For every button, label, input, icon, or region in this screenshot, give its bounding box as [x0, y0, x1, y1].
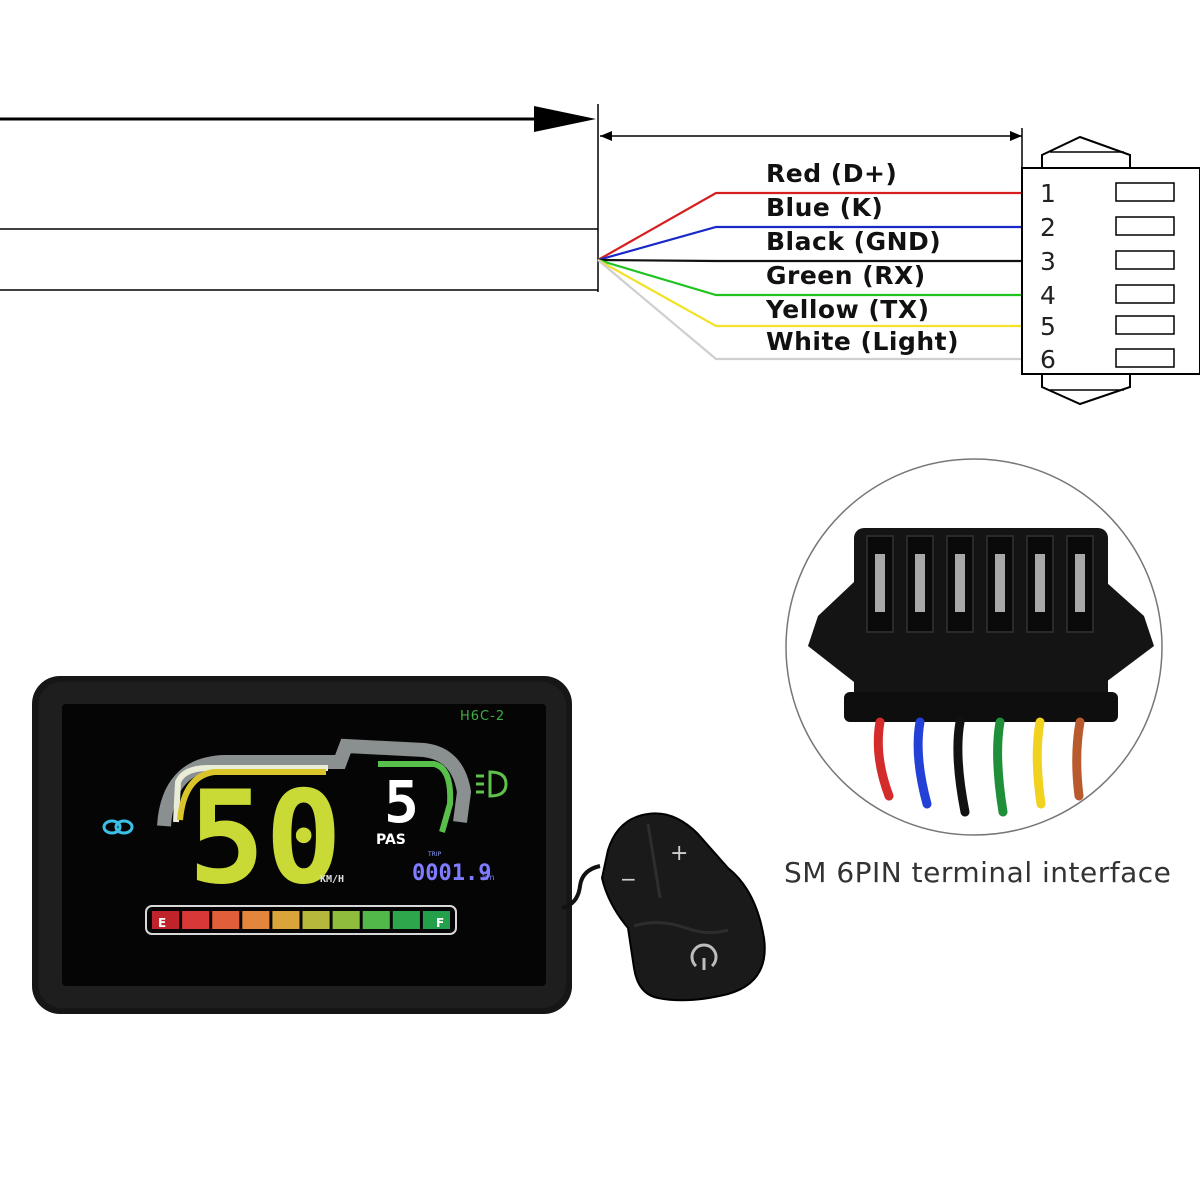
- battery-segment-9: [392, 911, 420, 929]
- latch-left: [808, 582, 854, 682]
- trip-value: 0001.9: [412, 861, 491, 886]
- wire-5: [597, 259, 1022, 328]
- photo-pin-cavity-6: [1066, 535, 1094, 633]
- battery-frame: [145, 905, 457, 935]
- pin-slot-2: [1115, 216, 1175, 236]
- wire-label-1: Red (D+): [766, 159, 897, 188]
- photo-pin-cavity-3: [946, 535, 974, 633]
- photo-wire-3: [953, 717, 970, 817]
- trip-label: TRIP: [427, 851, 442, 858]
- photo-pin-metal-5: [1035, 554, 1045, 612]
- speed-unit: KM/H: [320, 874, 344, 885]
- power-button-icon[interactable]: [690, 943, 718, 970]
- remote-cable: [561, 864, 601, 910]
- pin-slot-3: [1115, 250, 1175, 270]
- pin-number-1: 1: [1040, 179, 1056, 208]
- photo-pin-metal-2: [915, 554, 925, 612]
- wire-label-4: Green (RX): [766, 261, 926, 290]
- pas-arc-green: [378, 761, 454, 833]
- connector-housing-diagram: 1 2 3 45 6: [1021, 135, 1200, 406]
- battery-segment-2: [182, 911, 210, 929]
- connector-photo: [785, 458, 1163, 836]
- photo-pin-metal-4: [995, 554, 1005, 612]
- headlight-icon: [476, 770, 508, 798]
- wire-group: Red (D+) Blue (K) Black (GND) Green (RX) Yel…: [597, 159, 1022, 361]
- battery-segment-5: [272, 911, 300, 929]
- wire-label-6: White (Light): [766, 327, 959, 356]
- photo-wire-4: [993, 717, 1008, 817]
- pin-slot-4: [1115, 284, 1175, 304]
- connector-caption: SM 6PIN terminal interface: [784, 856, 1172, 889]
- pin-slot-5: [1115, 315, 1175, 335]
- speed-arc-light: [173, 765, 328, 823]
- wire-label-3: Black (GND): [766, 227, 941, 256]
- pas-level: 5: [384, 768, 419, 836]
- battery-segment-10: [422, 911, 450, 929]
- plus-button[interactable]: +: [670, 841, 688, 866]
- model-label: H6C-2: [460, 709, 505, 724]
- pas-label: PAS: [376, 832, 406, 848]
- wiring-diagram: Red (D+) Blue (K) Black (GND) Green (RX) Yel…: [0, 104, 1200, 406]
- wire-4: [597, 258, 1022, 297]
- battery-empty-label: E: [158, 916, 166, 930]
- pin-number-4: 4: [1040, 281, 1056, 310]
- minus-button[interactable]: −: [620, 867, 637, 891]
- battery-segment-8: [362, 911, 390, 929]
- photo-pin-metal-1: [875, 554, 885, 612]
- photo-wire-5: [1032, 717, 1046, 809]
- pin-number-3: 3: [1040, 247, 1056, 276]
- pin-number-6: 6: [1040, 345, 1056, 374]
- photo-pin-metal-3: [955, 554, 965, 612]
- battery-segment-6: [302, 911, 330, 929]
- length-arrow-head: [534, 106, 596, 132]
- wire-3: [597, 258, 1022, 263]
- lcd-display-unit: H6C-2 50 KM/H 5 PAS TRIP 0001.9 km E F: [32, 676, 572, 1014]
- battery-segment-3: [212, 911, 240, 929]
- wire-1: [597, 191, 1022, 261]
- battery-segment-1: [152, 911, 180, 929]
- handlebar-remote: + −: [600, 812, 766, 1002]
- pin-slot-1: [1115, 182, 1175, 202]
- battery-bar: [152, 911, 450, 929]
- battery-segment-7: [332, 911, 360, 929]
- wire-label-2: Blue (K): [766, 193, 883, 222]
- wire-2: [597, 225, 1022, 262]
- wire-label-5: Yellow (TX): [765, 295, 930, 324]
- speed-arc-yellow: [177, 769, 326, 821]
- wire-6: [597, 259, 1022, 361]
- dimension-arrow-left: [600, 131, 612, 141]
- trip-unit: km: [482, 873, 495, 882]
- photo-wire-1: [873, 717, 894, 801]
- latch-right: [1106, 582, 1154, 682]
- photo-wire-2: [913, 717, 932, 809]
- photo-pin-metal-6: [1075, 554, 1085, 612]
- photo-wire-group: [873, 717, 1085, 817]
- battery-segment-4: [242, 911, 270, 929]
- speed-arc-outer: [157, 738, 472, 827]
- dimension-arrow-right: [1010, 131, 1022, 141]
- speed-value: 50: [188, 764, 342, 913]
- pin-slot-group: 1 2 3 45 6: [1040, 179, 1175, 374]
- link-icon: [102, 819, 134, 835]
- pin-number-5: 5: [1040, 312, 1056, 341]
- battery-full-label: F: [436, 916, 444, 930]
- photo-pin-group: [866, 535, 1094, 633]
- photo-wire-6: [1072, 717, 1085, 801]
- pin-slot-6: [1115, 348, 1175, 368]
- pin-number-2: 2: [1040, 213, 1056, 242]
